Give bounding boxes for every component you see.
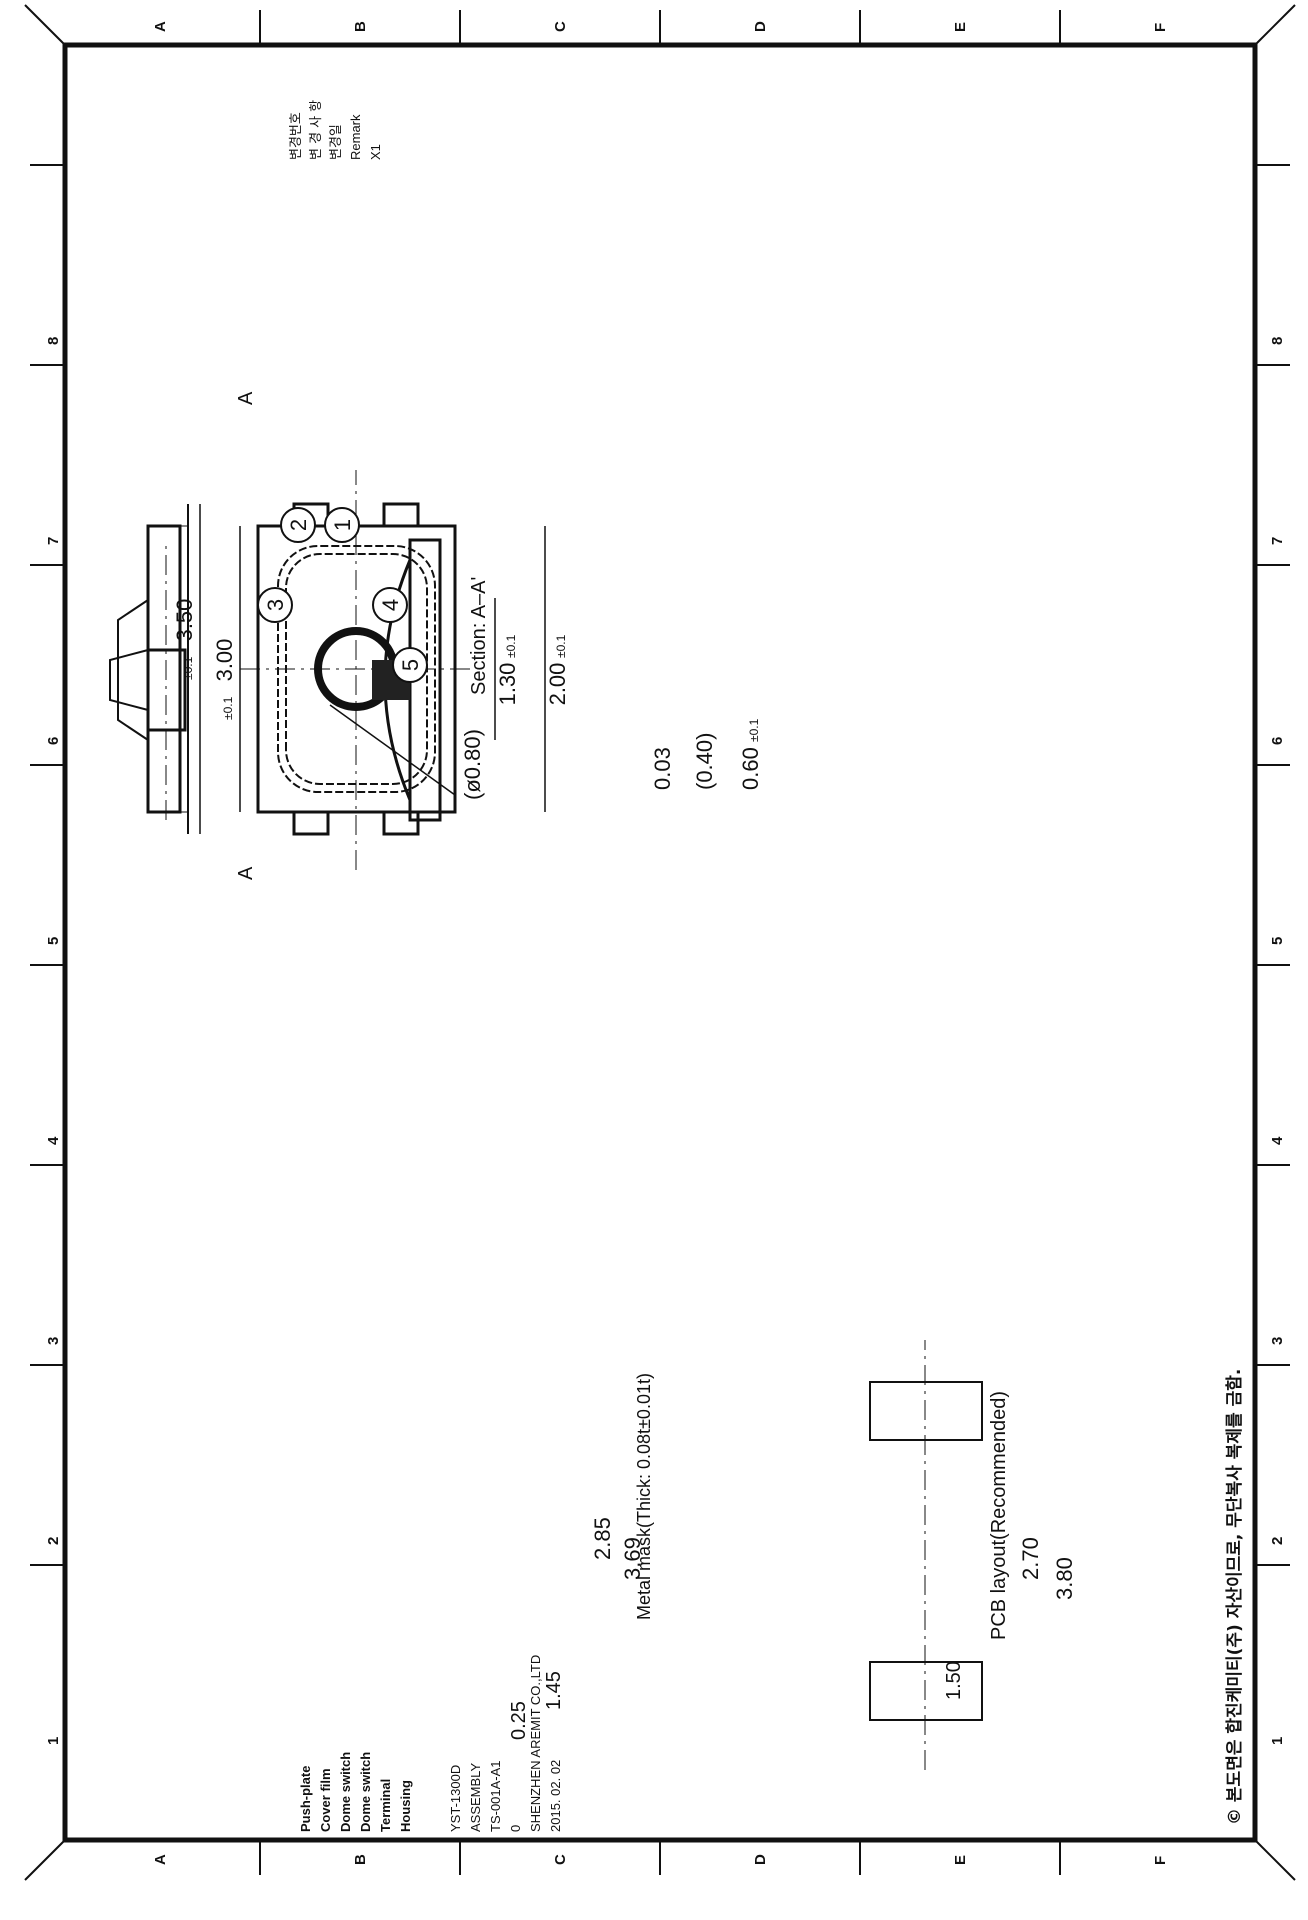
balloon-5-label: 5	[398, 659, 423, 671]
zone-number-7-bottom: 7	[45, 537, 62, 545]
zone-number-7-top: 7	[1269, 537, 1286, 545]
dim-thickness-tol: ±0.1	[747, 718, 761, 742]
top-view: (ø0.80) 3.00 ±0.1 3.50 ±0.1 1.30 ±0.1 2.…	[172, 391, 570, 880]
rev-header-1: 변경번호	[289, 112, 304, 160]
mask-pad-width: 1.45	[543, 1671, 565, 1710]
terminal-tabs	[292, 502, 420, 836]
mask-outer-dim: 3.69	[620, 1537, 645, 1580]
zone-number-2-bottom: 2	[45, 1537, 62, 1545]
zone-letter-D-left: D	[752, 1854, 769, 1865]
title-dwg-no: TS-001A-A1	[488, 1760, 503, 1832]
rev-first-row: X1	[368, 144, 383, 160]
balloon-4	[372, 587, 408, 623]
pcb-outer-dim: 3.80	[1052, 1557, 1077, 1600]
balloon-3	[257, 587, 293, 623]
zone-number-4-top: 4	[1269, 1136, 1286, 1145]
title-assembly: ASSEMBLY	[468, 1763, 483, 1832]
zone-letter-B-left: B	[352, 1854, 369, 1865]
zone-letter-F-right: F	[1152, 23, 1169, 32]
metal-mask: Metal mask(Thick: 0.08t±0.01t) 3.69 2.85…	[508, 1373, 654, 1740]
rev-header-2: 변 경 사 항	[309, 100, 324, 160]
zone-ticks	[30, 10, 1290, 1875]
section-marker-a-top: A	[235, 391, 257, 405]
mask-inner-dim: 2.85	[590, 1517, 615, 1560]
dim-body-height: 3.00	[212, 639, 237, 682]
section-title: Section: A–A'	[468, 577, 490, 695]
zone-letter-D-right: D	[752, 21, 769, 32]
zone-number-6-top: 6	[1269, 737, 1286, 745]
pcb-layout: 3.80 2.70 1.50 PCB layout(Recommended)	[869, 1340, 1077, 1770]
zone-number-1-top: 1	[1269, 1737, 1286, 1745]
pcb-pad-width: 1.50	[943, 1661, 965, 1700]
bom-row-2-name: Terminal	[378, 1779, 393, 1832]
zone-letter-A-right: A	[152, 21, 169, 32]
section-marker-a-bottom: A	[235, 866, 257, 880]
zone-number-3-top: 3	[1269, 1337, 1286, 1345]
bom-row-32-name: Dome switch	[338, 1752, 353, 1832]
metal-mask-title: Metal mask(Thick: 0.08t±0.01t)	[634, 1373, 654, 1620]
zone-number-8-top: 8	[1269, 337, 1286, 345]
zone-letter-E-left: E	[952, 1855, 969, 1865]
title-block: YST-1300D ASSEMBLY TS-001A-A1 0 SHENZHEN…	[448, 1655, 563, 1832]
balloon-5	[392, 647, 428, 683]
mask-slot-dim: 0.25	[508, 1701, 530, 1740]
dim-ref-thickness: (0.40)	[692, 733, 717, 790]
bom-row-31-name: Dome switch	[358, 1752, 373, 1832]
pcb-layout-title: PCB layout(Recommended)	[988, 1391, 1010, 1640]
balloon-2-label: 2	[286, 519, 311, 531]
zone-number-8-bottom: 8	[45, 337, 62, 345]
balloon-1-label: 1	[330, 519, 355, 531]
dim-overall-height: 3.50	[172, 599, 197, 642]
dim-gap: 0.03	[650, 747, 675, 790]
zone-number-6-bottom: 6	[45, 737, 62, 745]
zone-number-5-top: 5	[1269, 937, 1286, 945]
zone-letter-C-left: C	[552, 1854, 569, 1865]
title-rev: 0	[508, 1825, 523, 1832]
bom-row-5-name: Push-plate	[298, 1766, 313, 1832]
zone-letter-F-left: F	[1152, 1856, 1169, 1865]
pcb-inner-dim: 2.70	[1018, 1537, 1043, 1580]
title-company: SHENZHEN AREMIT CO.,LTD	[528, 1655, 543, 1832]
zone-number-2-top: 2	[1269, 1537, 1286, 1545]
balloon-2	[280, 507, 316, 543]
rev-header-remark: Remark	[348, 114, 363, 160]
dim-inner-width-tol: ±0.1	[504, 634, 518, 658]
zone-letter-E-right: E	[952, 22, 969, 32]
zone-number-1-bottom: 1	[45, 1737, 62, 1745]
dim-body-width-tol: ±0.1	[554, 634, 568, 658]
zone-number-5-bottom: 5	[45, 937, 62, 945]
corner-ticks	[24, 4, 1296, 1881]
bom-row-4-name: Cover film	[318, 1768, 333, 1832]
title-date: 2015. 02. 02	[548, 1760, 563, 1832]
title-product: YST-1300D	[448, 1765, 463, 1832]
zone-letter-B-right: B	[352, 21, 369, 32]
revision-table: 변경번호 변 경 사 항 변경일 Remark X1	[289, 100, 383, 160]
rev-header-3: 변경일	[329, 124, 344, 160]
dim-inner-width: 1.30	[495, 663, 520, 706]
zone-number-4-bottom: 4	[45, 1136, 62, 1145]
zone-letter-C-right: C	[552, 21, 569, 32]
dim-center-diameter: (ø0.80)	[460, 729, 485, 800]
front-view	[117, 504, 189, 834]
thickness-dimensions: 0.03 (0.40) 0.60 ±0.1	[650, 718, 763, 790]
dim-thickness: 0.60	[738, 747, 763, 790]
dim-body-height-tol: ±0.1	[221, 696, 235, 720]
zone-number-3-bottom: 3	[45, 1337, 62, 1345]
copyright-note: © 본도면은 합진케미티(주) 자산이므로, 무단복사 복제를 금함.	[1224, 1369, 1245, 1825]
bom-row-1-name: Housing	[398, 1780, 413, 1832]
balloon-3-label: 3	[263, 599, 288, 611]
balloon-4-label: 4	[378, 599, 403, 611]
dim-body-width: 2.00	[545, 663, 570, 706]
bom-table: Push-plate Cover film Dome switch Dome s…	[298, 1752, 413, 1832]
section-view: 1 2 3 4 5 Section: A–A'	[257, 507, 490, 822]
zone-letter-A-left: A	[152, 1854, 169, 1865]
balloon-1	[324, 507, 360, 543]
